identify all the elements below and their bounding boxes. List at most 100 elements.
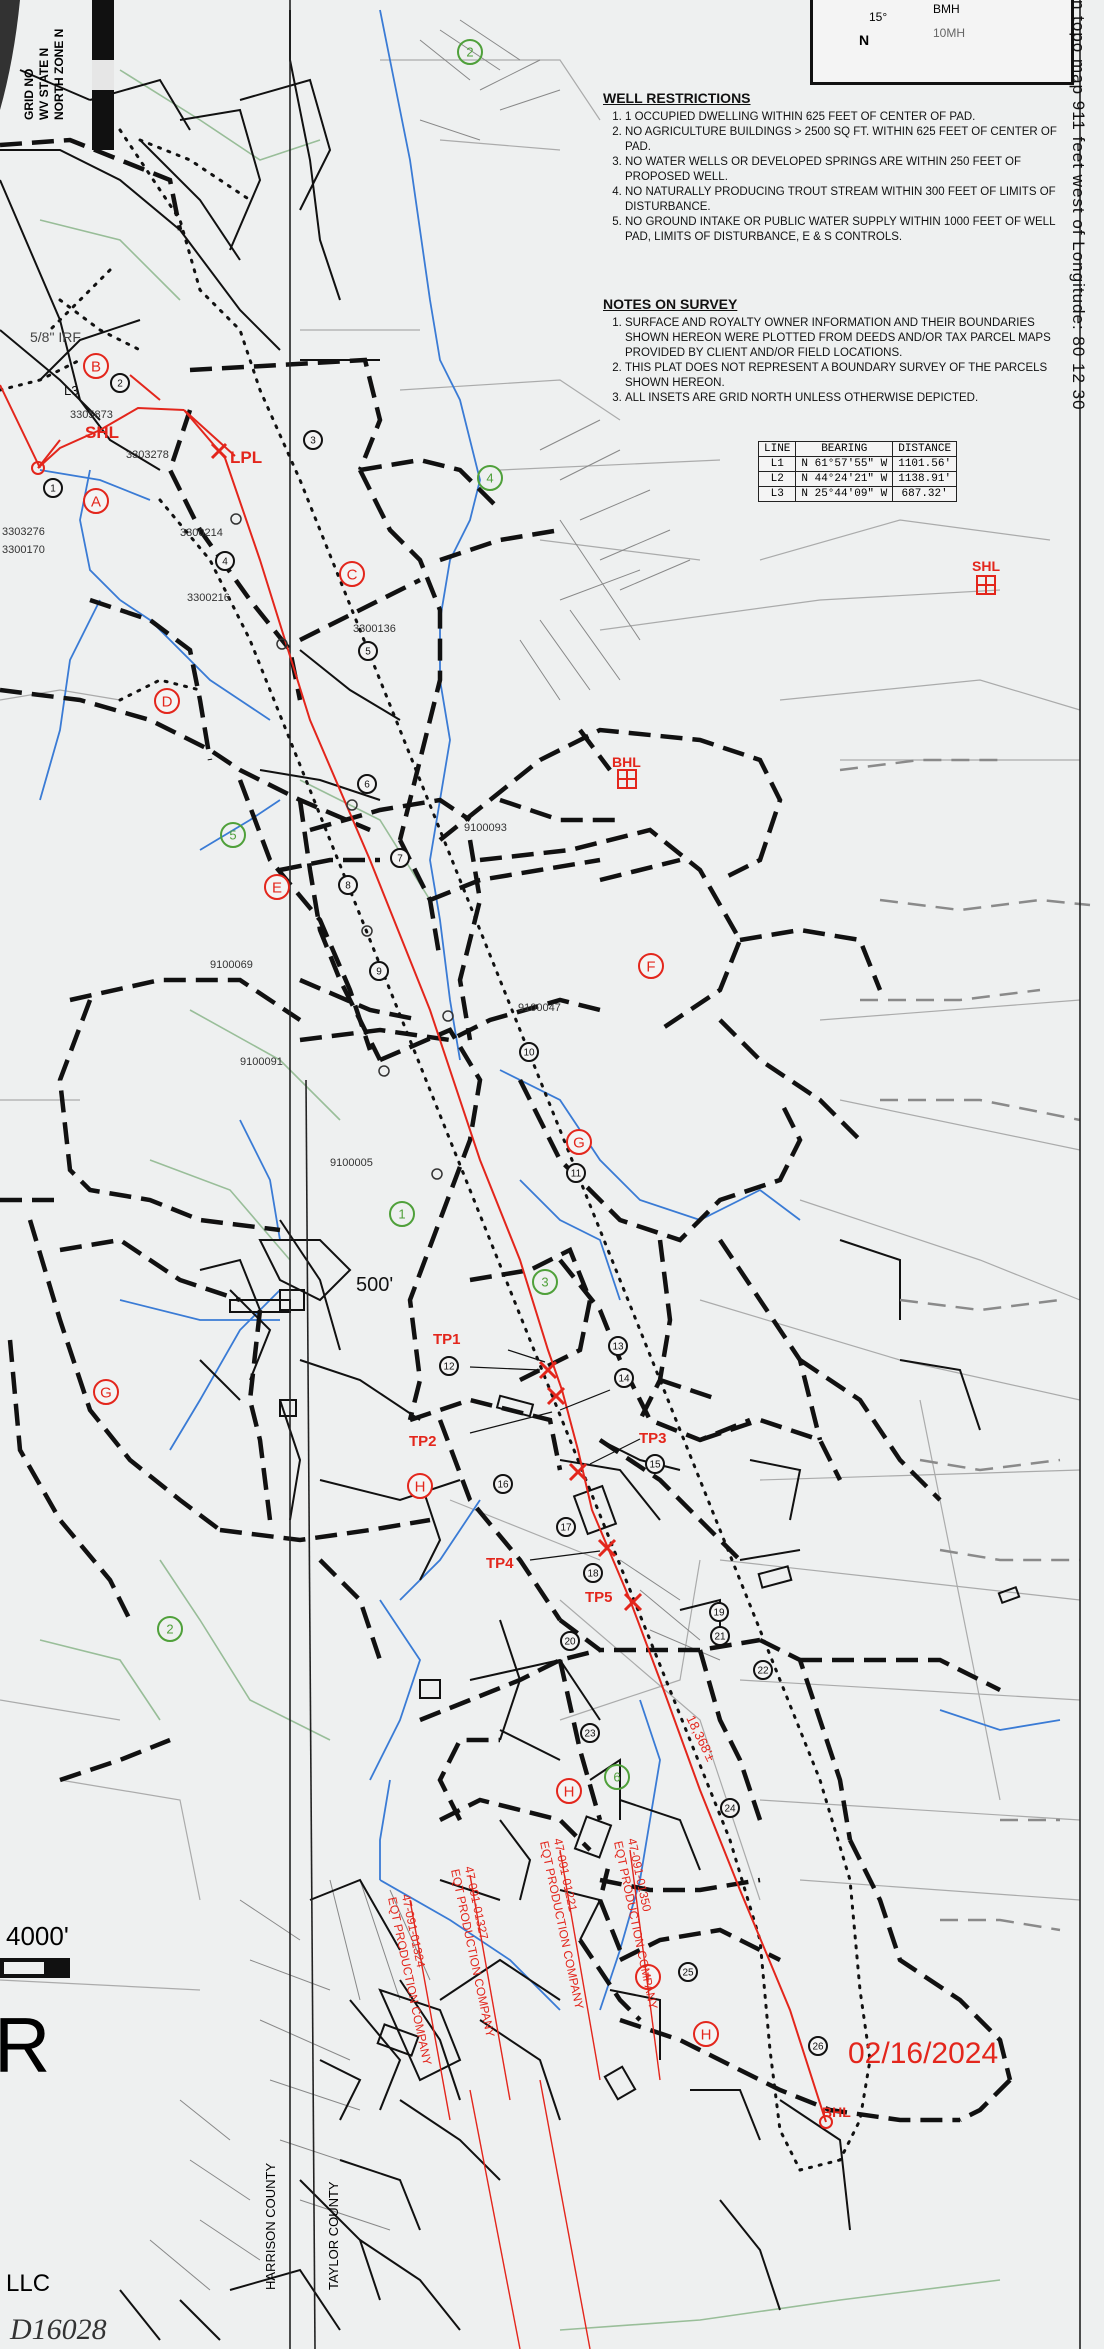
svg-text:1: 1: [50, 484, 56, 495]
legend-north-letter: N: [859, 32, 870, 48]
table-cell: N 61°57'55" W: [795, 456, 894, 472]
owner-letter-I: I: [635, 1964, 661, 1990]
legend-angle: 15°: [869, 10, 888, 24]
well-restriction-item: NO NATURALLY PRODUCING TROUT STREAM WITH…: [625, 185, 1073, 215]
tract-number-22: 22: [753, 1660, 773, 1680]
svg-text:A: A: [91, 493, 101, 510]
title-letter: R: [0, 2001, 51, 2089]
parcel-id-label: 3303278: [126, 449, 169, 461]
parcel-id-label: 3300136: [353, 623, 396, 635]
svg-text:24: 24: [724, 1804, 736, 1815]
svg-text:6: 6: [613, 1770, 620, 1785]
svg-text:14: 14: [618, 1374, 630, 1385]
parcel-id-layer: 3305873330327833032763300170330021433002…: [2, 409, 561, 1169]
well-restrictions-panel: WELL RESTRICTIONS 1 OCCUPIED DWELLING WI…: [603, 90, 1073, 245]
north-legend: N 15° BMH 10MH: [855, 0, 1015, 56]
svg-text:H: H: [564, 1783, 575, 1800]
table-cell: L3: [757, 486, 797, 502]
tract-number-4: 4: [215, 551, 235, 571]
svg-text:F: F: [646, 958, 655, 975]
tp-markers: [538, 1360, 643, 1612]
svg-text:9: 9: [376, 967, 382, 978]
tract-number-13: 13: [608, 1336, 628, 1356]
title-block: N 15° BMH 10MH: [810, 0, 1074, 85]
parcel-id-label: 3303276: [2, 526, 45, 538]
owner-letter-G: G: [566, 1129, 592, 1155]
owner-letter-H: H: [693, 2021, 719, 2047]
svg-text:4: 4: [222, 557, 228, 568]
svg-text:G: G: [573, 1134, 585, 1151]
line-bearing-table: LINE BEARING DISTANCE L1 N 61°57'55" W 1…: [757, 441, 958, 502]
svg-text:12: 12: [443, 1362, 455, 1373]
svg-text:D: D: [162, 693, 173, 710]
svg-text:1: 1: [398, 1207, 405, 1222]
owner-letter-D: D: [154, 688, 180, 714]
tract-number-10: 10: [519, 1042, 539, 1062]
green-marker-3: 3: [532, 1269, 558, 1295]
svg-text:17: 17: [560, 1523, 572, 1534]
tract-number-2: 2: [110, 373, 130, 393]
green-marker-4: 4: [477, 465, 503, 491]
tract-number-24: 24: [720, 1798, 740, 1818]
tract-number-6: 6: [357, 774, 377, 794]
bhl-label: BHL: [822, 2104, 851, 2120]
handwritten-signature: D16028: [10, 2313, 107, 2346]
svg-text:G: G: [100, 1384, 112, 1401]
svg-text:3: 3: [541, 1275, 548, 1290]
tract-number-14: 14: [614, 1368, 634, 1388]
parcel-id-label: 9100091: [240, 1056, 283, 1068]
svg-text:2: 2: [166, 1622, 173, 1637]
svg-text:5: 5: [365, 647, 371, 658]
tp4-label: TP4: [486, 1555, 514, 1572]
survey-note-item: ALL INSETS ARE GRID NORTH UNLESS OTHERWI…: [625, 391, 1073, 406]
table-row: L2 N 44°24'21" W 1138.91': [757, 471, 958, 487]
scale-bar: [0, 1958, 70, 1978]
tract-number-21: 21: [710, 1626, 730, 1646]
svg-text:2: 2: [466, 45, 473, 60]
county-label-taylor: TAYLOR COUNTY: [326, 2181, 341, 2290]
svg-text:26: 26: [812, 2042, 824, 2053]
line-table-header: BEARING: [795, 441, 894, 457]
shl-label: SHL: [85, 423, 119, 442]
tract-number-3: 3: [303, 430, 323, 450]
line-table-header: LINE: [757, 441, 797, 457]
svg-text:21: 21: [714, 1632, 726, 1643]
parcel-id-label: 9100005: [330, 1157, 373, 1169]
table-cell: L1: [757, 456, 797, 472]
svg-text:C: C: [347, 566, 358, 583]
l3-label: L3: [64, 383, 78, 398]
tract-number-7: 7: [390, 848, 410, 868]
svg-text:18: 18: [587, 1569, 599, 1580]
owner-letter-H: H: [556, 1778, 582, 1804]
well-restrictions-heading: WELL RESTRICTIONS: [603, 90, 751, 106]
survey-note-item: SURFACE AND ROYALTY OWNER INFORMATION AN…: [625, 316, 1073, 361]
unit-boundaries: [0, 137, 1013, 2123]
grid-note-line-2: WV STATE N: [37, 47, 51, 120]
parcel-id-label: 3300214: [180, 527, 223, 539]
parcel-lines: [0, 10, 981, 2341]
date-stamp: 02/16/2024: [848, 2037, 999, 2070]
owner-letter-G: G: [93, 1379, 119, 1405]
lpl-symbol: [210, 442, 228, 460]
bhl-box-label: BHL: [612, 754, 641, 770]
table-cell: L2: [757, 471, 797, 487]
lpl-label: LPL: [230, 448, 262, 467]
green-marker-2: 2: [157, 1616, 183, 1642]
svg-text:10: 10: [523, 1048, 535, 1059]
tp-leaders: [469, 1349, 641, 1561]
bhl-symbol: [819, 2115, 833, 2129]
table-cell: 1138.91': [892, 471, 958, 487]
parcel-id-label: 3300216: [187, 592, 230, 604]
owner-letter-H: H: [407, 1473, 433, 1499]
svg-text:13: 13: [612, 1342, 624, 1353]
tp3-label: TP3: [639, 1430, 667, 1447]
tract-number-17: 17: [556, 1517, 576, 1537]
parcel-id-label: 9100093: [464, 822, 507, 834]
company-lease-lines: [409, 1849, 661, 2349]
bhl-box-icon: [617, 769, 637, 789]
parcel-id-label: 3305873: [70, 409, 113, 421]
shl-box-icon: [976, 575, 996, 595]
legend-mh: 10MH: [933, 26, 966, 40]
